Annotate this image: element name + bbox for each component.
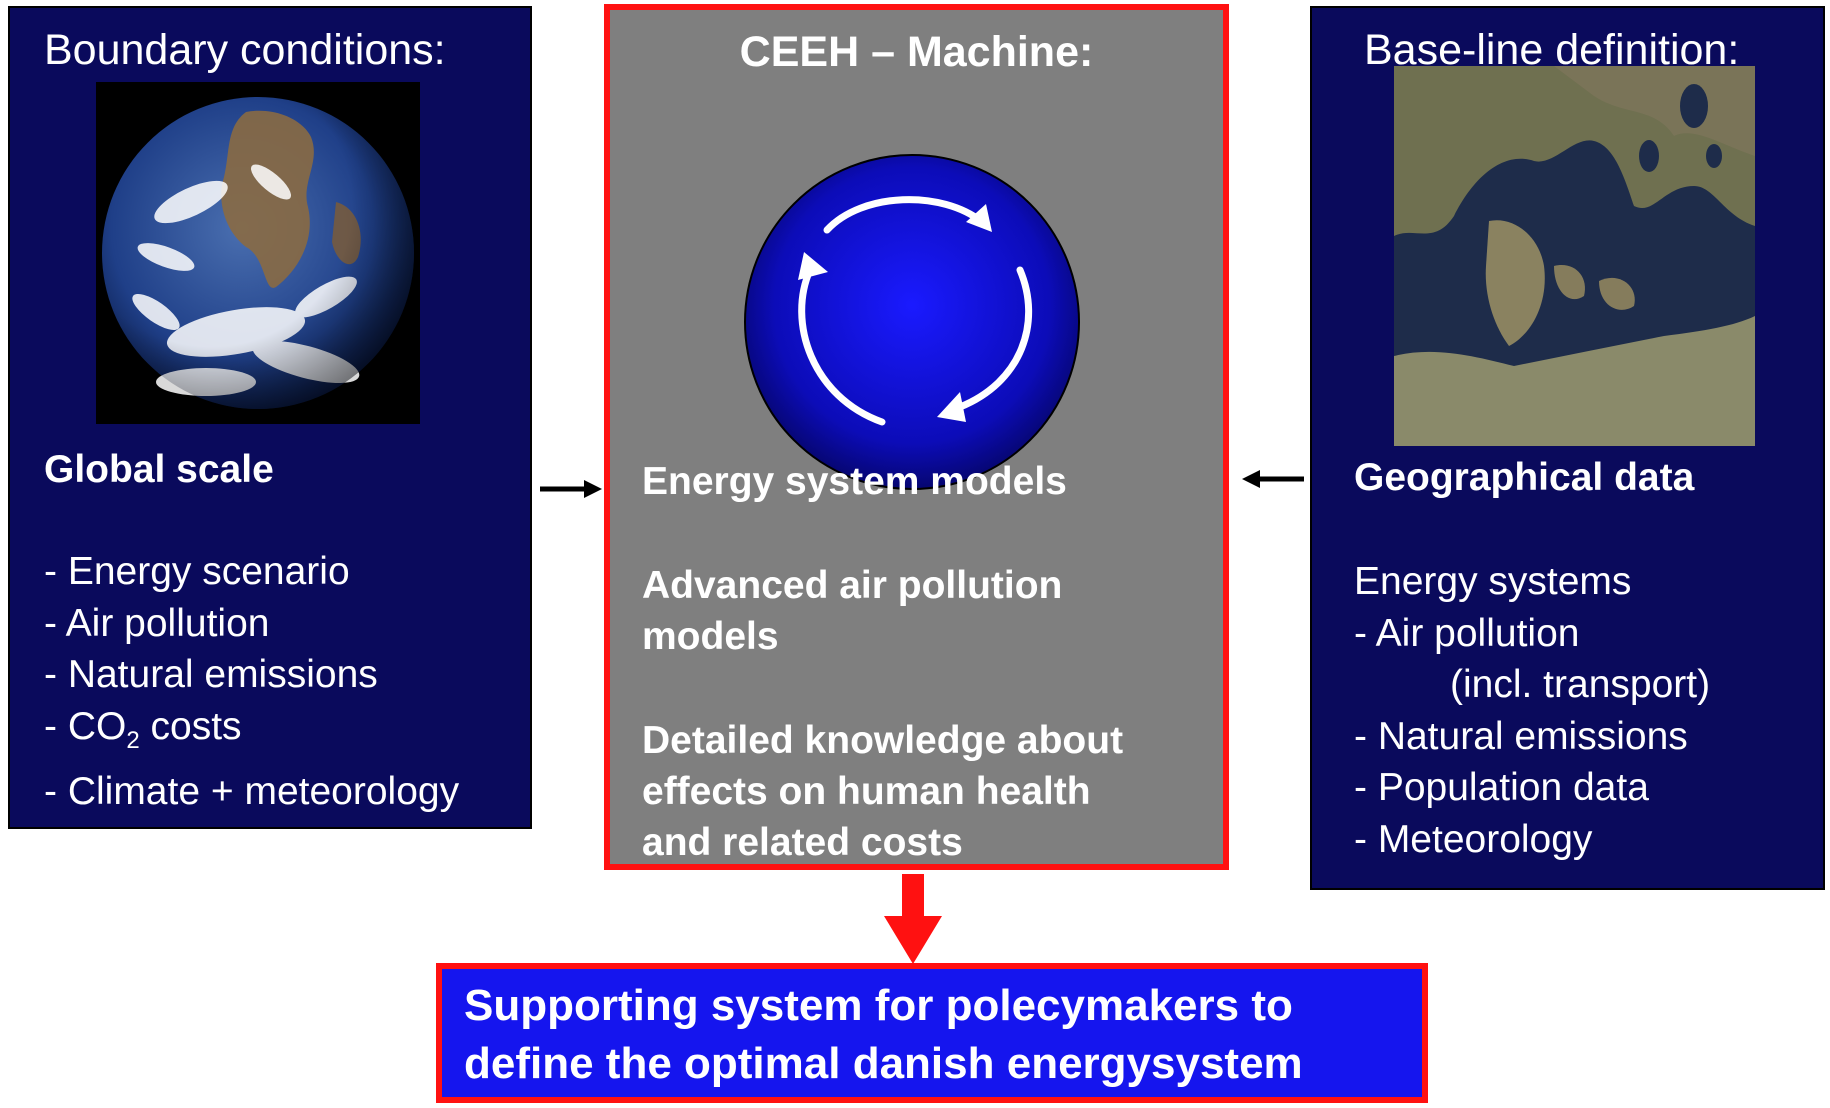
health-knowledge-label-line1: Detailed knowledge about [642,719,1124,762]
list-item: - Population data [1354,766,1649,809]
boundary-conditions-list: - Energy scenario - Air pollution - Natu… [44,546,459,817]
ceeh-machine-panel: CEEH – Machine: Energy system models Adv… [604,4,1229,870]
co2-subscript: 2 [126,726,140,754]
list-item: - Natural emissions [44,653,378,696]
health-knowledge-label-line3: and related costs [642,821,963,864]
list-item: - CO2 costs [44,701,459,766]
earth-globe-photo [96,82,420,424]
list-item: - Air pollution [44,601,270,645]
output-line-1: Supporting system for polecymakers to [464,981,1293,1030]
output-box: Supporting system for polecymakers to de… [436,963,1428,1103]
list-item: - Energy scenario [44,550,350,593]
arrow-down-icon [884,874,942,964]
air-pollution-models-label-line1: Advanced air pollution [642,564,1063,607]
satellite-map-image [1394,66,1755,446]
output-line-2: define the optimal danish energysystem [464,1039,1303,1088]
list-item: - Natural emissions [1354,714,1688,758]
ceeh-machine-title: CEEH – Machine: [739,28,1094,76]
boundary-conditions-panel: Boundary conditions: [8,6,532,829]
base-line-list: Energy systems - Air pollution (incl. tr… [1354,556,1710,865]
list-item: (incl. transport) [1450,663,1711,706]
energy-system-models-label: Energy system models [642,460,1067,503]
list-item: - Meteorology [1354,817,1593,861]
co2-label: - CO [44,704,127,748]
satellite-map-denmark [1394,66,1755,446]
base-line-definition-panel: Base-line definition: Geographical data … [1310,6,1825,890]
cycle-arrows-icon [744,154,1080,490]
costs-label: costs [139,704,242,748]
geographical-data-label: Geographical data [1354,456,1695,499]
boundary-conditions-title: Boundary conditions: [44,26,446,74]
earth-image [96,82,420,424]
health-knowledge-label-line2: effects on human health [642,770,1091,813]
air-pollution-models-label-line2: models [642,615,779,658]
global-scale-label: Global scale [44,448,274,491]
base-line-definition-title: Base-line definition: [1364,26,1740,74]
arrow-left-icon [1242,470,1304,488]
arrow-right-icon [540,480,602,498]
list-item: - Air pollution [1354,611,1580,655]
list-item: Energy systems [1354,560,1632,603]
list-item: - Climate + meteorology [44,769,460,813]
